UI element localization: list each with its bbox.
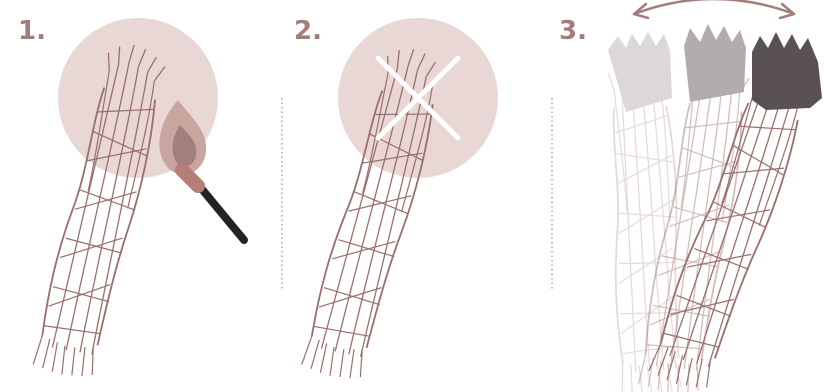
tip-light bbox=[608, 32, 672, 112]
tip-mid bbox=[684, 24, 746, 102]
match-icon bbox=[182, 170, 244, 240]
tip-dark bbox=[752, 32, 822, 110]
double-arrow-icon bbox=[634, 0, 794, 18]
